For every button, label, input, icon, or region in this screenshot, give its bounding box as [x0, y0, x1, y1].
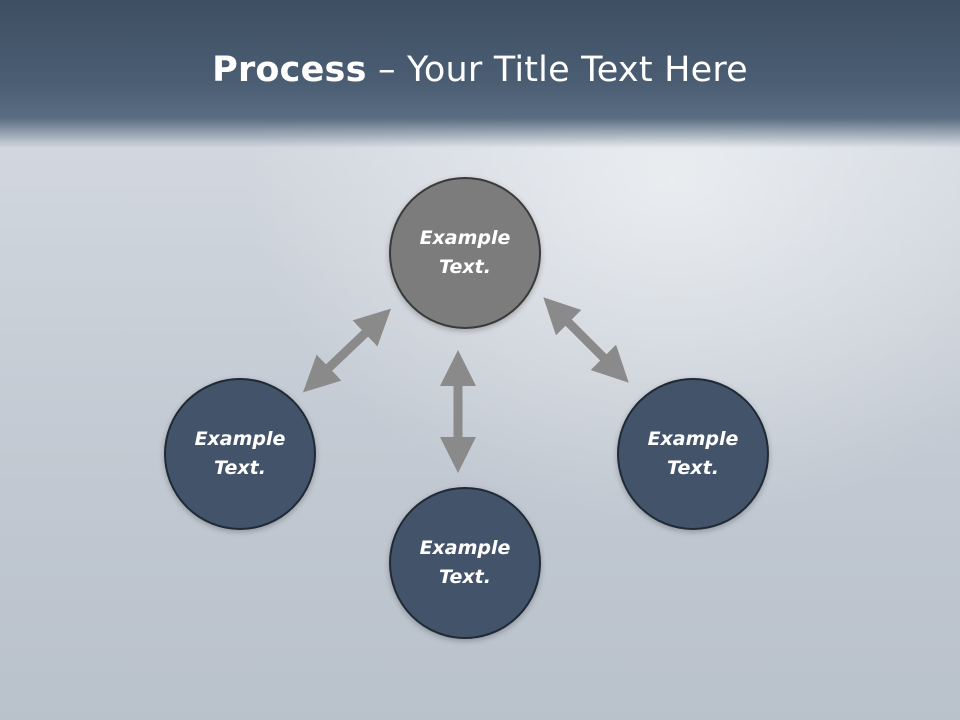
- double-arrow-icon: [302, 308, 392, 393]
- process-node-left[interactable]: Example Text.: [164, 378, 316, 530]
- title-bold: Process: [212, 50, 367, 90]
- node-label-line1: Example: [419, 537, 511, 559]
- process-node-bottom[interactable]: Example Text.: [389, 487, 541, 639]
- double-arrow-icon: [543, 297, 629, 383]
- process-node-right[interactable]: Example Text.: [617, 378, 769, 530]
- node-label-line2: Text.: [439, 566, 491, 588]
- node-label-line1: Example: [194, 428, 286, 450]
- node-label-line1: Example: [647, 428, 739, 450]
- title-rest: – Your Title Text Here: [366, 50, 748, 90]
- node-label-line1: Example: [419, 227, 511, 249]
- title-bar: [0, 0, 960, 148]
- process-node-top[interactable]: Example Text.: [389, 177, 541, 329]
- node-label-line2: Text.: [439, 256, 491, 278]
- slide-title[interactable]: Process – Your Title Text Here: [0, 50, 960, 90]
- node-label-line2: Text.: [214, 457, 266, 479]
- node-label-line2: Text.: [667, 457, 719, 479]
